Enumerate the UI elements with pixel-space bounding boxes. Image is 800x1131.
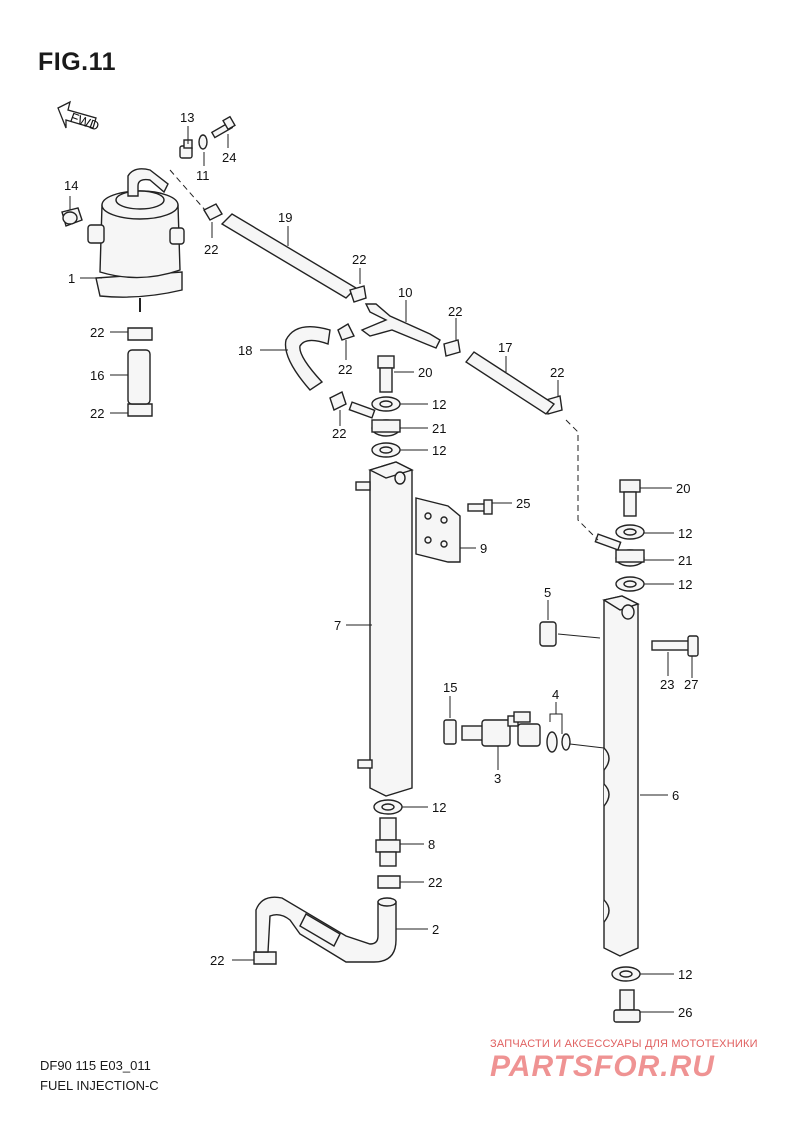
part-19-hose [220, 213, 358, 299]
part-20-union-bolt [377, 355, 641, 517]
label-14: 14 [64, 178, 78, 193]
part-23-bolt [651, 635, 699, 657]
part-13-collar [179, 139, 193, 159]
watermark-tagline: ЗАПЧАСТИ И АКСЕССУАРЫ ДЛЯ МОТОТЕХНИКИ [490, 1038, 758, 1050]
label-12-b: 12 [432, 443, 446, 458]
label-5: 5 [544, 585, 551, 600]
label-12-a: 12 [432, 397, 446, 412]
part-2-hose [255, 896, 397, 963]
label-4: 4 [552, 687, 559, 702]
label-3: 3 [494, 771, 501, 786]
label-13: 13 [180, 110, 194, 125]
part-9-bracket [415, 497, 461, 563]
part-17-hose [464, 351, 556, 415]
footer-code: DF90 115 E03_011 [40, 1058, 151, 1073]
part-15-seal [443, 719, 457, 745]
part-26-bolt [613, 989, 641, 1023]
label-22-f: 22 [332, 426, 346, 441]
part-22-clamp [127, 203, 563, 965]
label-12-e: 12 [432, 800, 446, 815]
part-4-o-rings [546, 731, 571, 753]
part-18-hose [284, 326, 331, 391]
label-22-d: 22 [550, 365, 564, 380]
part-14-grommet [61, 207, 83, 227]
part-5-cap [539, 621, 557, 647]
part-25-bolt [467, 499, 493, 515]
label-8: 8 [428, 837, 435, 852]
label-12-c: 12 [678, 526, 692, 541]
label-23: 23 [660, 677, 674, 692]
label-22-b: 22 [352, 252, 366, 267]
part-11-washer [198, 134, 208, 150]
label-21-a: 21 [432, 421, 446, 436]
label-2: 2 [432, 922, 439, 937]
label-26: 26 [678, 1005, 692, 1020]
fwd-arrow-icon: FWD [57, 100, 101, 134]
label-20-b: 20 [676, 481, 690, 496]
label-18: 18 [238, 343, 252, 358]
label-12-d: 12 [678, 577, 692, 592]
label-20-a: 20 [418, 365, 432, 380]
label-10: 10 [398, 285, 412, 300]
label-22-g: 22 [90, 325, 104, 340]
label-27: 27 [684, 677, 698, 692]
label-22-h: 22 [90, 406, 104, 421]
label-16: 16 [90, 368, 104, 383]
label-17: 17 [498, 340, 512, 355]
part-16-hose [127, 349, 151, 405]
callout-labels: 1 14 13 11 24 22 19 22 10 22 17 22 18 22… [64, 110, 698, 1020]
part-1-vapor-separator [87, 168, 185, 312]
label-1: 1 [68, 271, 75, 286]
watermark-logo: PARTSFOR.RU [490, 1050, 715, 1083]
label-6: 6 [672, 788, 679, 803]
part-7-fuel-rail [355, 461, 414, 797]
figure-title: FIG.11 [38, 48, 117, 76]
part-3-injector [461, 711, 541, 747]
label-22-c: 22 [448, 304, 462, 319]
label-9: 9 [480, 541, 487, 556]
part-6-fuel-rail [602, 595, 640, 957]
fwd-label: FWD [68, 109, 101, 133]
part-24-bolt [210, 115, 236, 139]
part-10-joint [360, 303, 441, 349]
label-19: 19 [278, 210, 292, 225]
label-22-i: 22 [428, 875, 442, 890]
label-22-a: 22 [204, 242, 218, 257]
label-22-j: 22 [210, 953, 224, 968]
label-22-e: 22 [338, 362, 352, 377]
part-12-washer [371, 396, 645, 982]
label-15: 15 [443, 680, 457, 695]
label-11: 11 [196, 168, 210, 183]
label-12-f: 12 [678, 967, 692, 982]
label-25: 25 [516, 496, 530, 511]
label-7: 7 [334, 618, 341, 633]
leader-lines [69, 126, 693, 1013]
label-21-b: 21 [678, 553, 692, 568]
label-24: 24 [222, 150, 236, 165]
footer-name: FUEL INJECTION-C [40, 1078, 159, 1093]
part-8-fitting [375, 817, 401, 867]
